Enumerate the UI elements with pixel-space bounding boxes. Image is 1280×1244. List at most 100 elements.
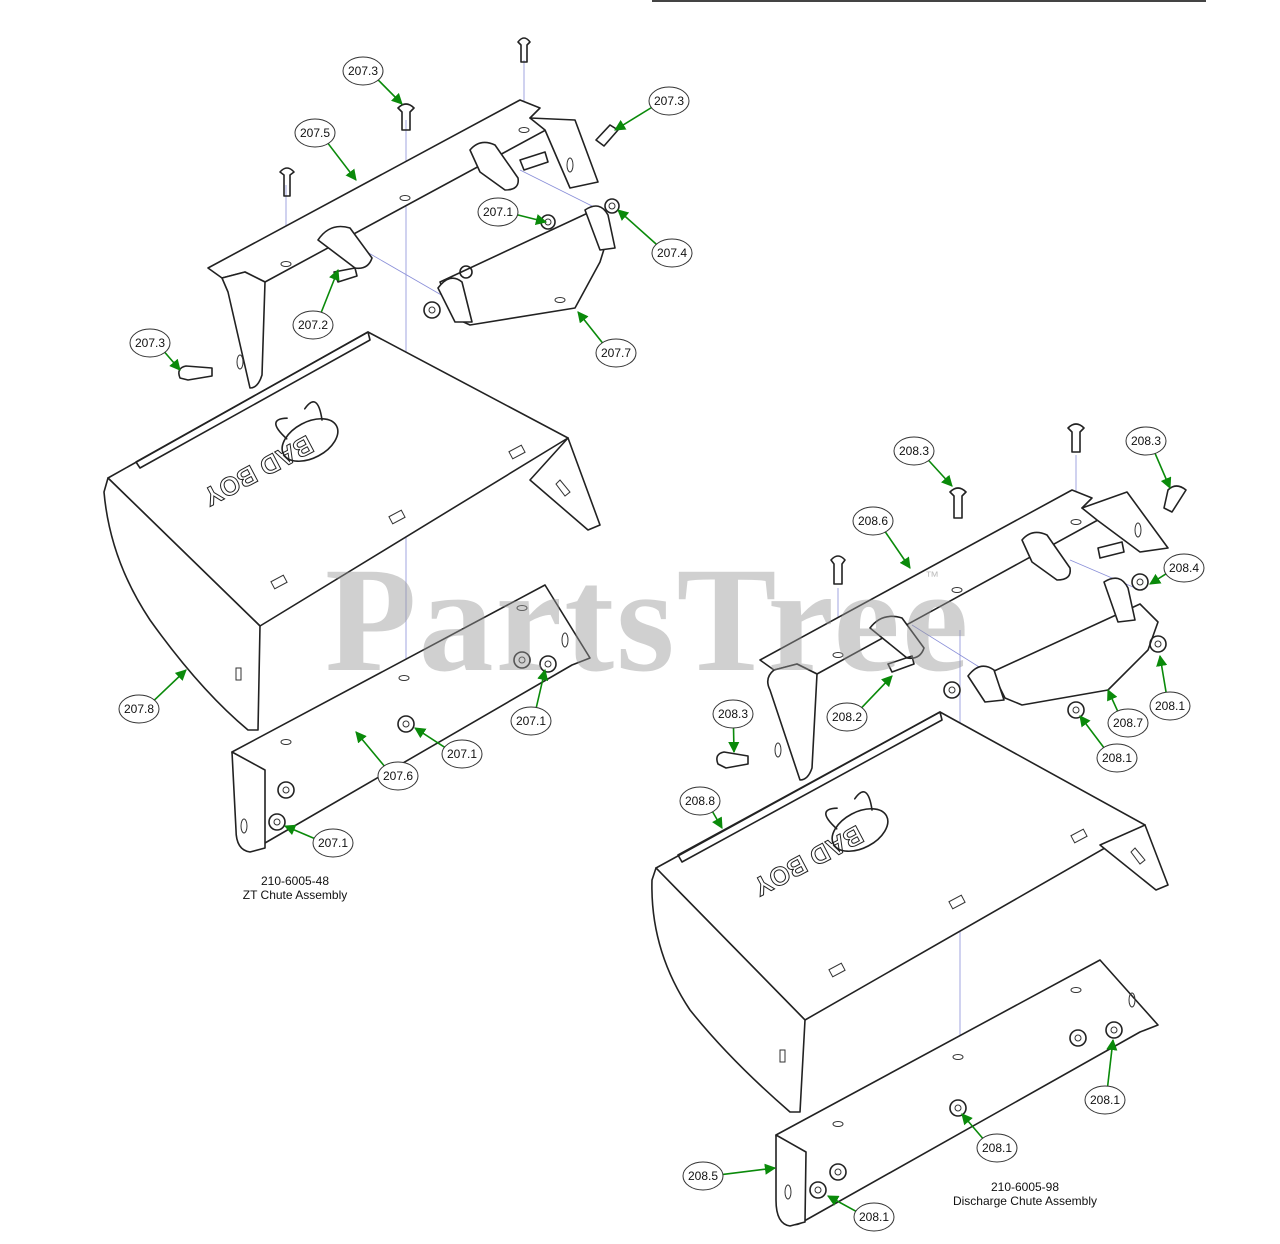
callout-leader-arrow [283, 824, 315, 840]
callout-207-6[interactable]: 207.6 [355, 731, 419, 791]
callout-bubble [441, 739, 483, 769]
callout-208-3[interactable]: 208.3 [1125, 426, 1172, 490]
callout-208-6[interactable]: 208.6 [852, 506, 911, 569]
callout-bubble [853, 1202, 895, 1232]
callout-bubble [651, 238, 693, 268]
callout-208-8[interactable]: 208.8 [679, 786, 723, 829]
discharge-chute-caption: 210-6005-98 Discharge Chute Assembly [940, 1180, 1110, 1208]
callout-bubble [129, 328, 171, 358]
callout-bubble [1096, 743, 1138, 773]
callout-bubble [852, 506, 894, 536]
callout-leader-arrow [827, 1195, 857, 1212]
callout-label: 208.8 [685, 794, 715, 808]
callout-207-1[interactable]: 207.1 [283, 824, 354, 858]
callout-208-1[interactable]: 208.1 [961, 1113, 1018, 1163]
callout-bubble [679, 786, 721, 816]
callout-label: 207.3 [654, 94, 684, 108]
callout-bubble [893, 436, 935, 466]
zt-chute-assembly-drawing: BAD BOY [103, 37, 620, 853]
callout-label: 207.5 [300, 126, 330, 140]
callout-207-4[interactable]: 207.4 [617, 209, 693, 268]
header-rule [652, 0, 1206, 2]
callout-208-1[interactable]: 208.1 [1084, 1038, 1126, 1115]
callout-bubble [1163, 553, 1205, 583]
callout-label: 207.1 [483, 205, 513, 219]
callout-leader-arrow [327, 143, 357, 181]
lower-bracket-208-5 [775, 959, 1159, 1227]
callout-label: 207.6 [383, 769, 413, 783]
callout-leader-arrow [1106, 1038, 1118, 1087]
callout-bubble [342, 56, 384, 86]
upper-bracket-208-6 [759, 489, 1169, 781]
watermark-trademark: ™ [925, 568, 939, 584]
callout-label: 208.3 [1131, 434, 1161, 448]
callout-label: 207.1 [318, 836, 348, 850]
callout-leader-arrow [1079, 715, 1105, 748]
callout-207-1[interactable]: 207.1 [414, 727, 483, 769]
pivot-plate-207-7 [317, 205, 616, 326]
callout-bubble [292, 310, 334, 340]
callout-208-2[interactable]: 208.2 [826, 675, 893, 732]
callout-label: 208.2 [832, 710, 862, 724]
callout-bubble [477, 197, 519, 227]
callout-leader-arrow [961, 1113, 984, 1139]
callout-208-7[interactable]: 208.7 [1107, 688, 1149, 738]
callout-bubble [1107, 708, 1149, 738]
callout-207-1[interactable]: 207.1 [477, 197, 548, 227]
callout-208-4[interactable]: 208.4 [1149, 553, 1205, 585]
callout-leader-arrow [1154, 453, 1172, 490]
callout-208-3[interactable]: 208.3 [893, 436, 953, 487]
callout-leader-arrow [722, 1163, 777, 1176]
watermark: PartsTree [325, 537, 971, 703]
callout-bubble [294, 118, 336, 148]
callout-208-1[interactable]: 208.1 [1079, 715, 1138, 773]
callout-bubble [377, 761, 419, 791]
callout-207-3[interactable]: 207.3 [614, 86, 690, 131]
callout-leader-arrow [1149, 573, 1167, 585]
hardware-left [178, 37, 620, 381]
callout-label: 207.1 [516, 714, 546, 728]
callout-leader-arrow [928, 459, 953, 487]
chute-deflector-208-8: BAD BOY [651, 711, 1169, 1113]
chute-deflector-207-8: BAD BOY [103, 331, 601, 731]
callout-207-5[interactable]: 207.5 [294, 118, 357, 181]
callout-leader-arrow [884, 531, 911, 569]
callout-layer: 207.3 207.5 207.3 207.1 207.4 207.2 207.7 207.3… [118, 56, 1205, 1232]
zt-chute-caption: 210-6005-48 ZT Chute Assembly [230, 874, 360, 902]
callout-bubble [976, 1133, 1018, 1163]
callout-207-3[interactable]: 207.3 [342, 56, 403, 105]
callout-bubble [648, 86, 690, 116]
zt-chute-name: ZT Chute Assembly [242, 888, 348, 902]
callout-bubble [712, 699, 754, 729]
callout-bubble [118, 694, 160, 724]
callout-label: 208.1 [1155, 699, 1185, 713]
callout-207-3[interactable]: 207.3 [129, 328, 181, 371]
callout-207-2[interactable]: 207.2 [292, 268, 340, 340]
callout-leader-arrow [711, 811, 723, 829]
callout-208-1[interactable]: 208.1 [1149, 654, 1191, 721]
callout-leader-arrow [614, 106, 652, 131]
callout-label: 208.6 [858, 514, 888, 528]
callout-label: 208.3 [718, 707, 748, 721]
discharge-chute-name: Discharge Chute Assembly [952, 1194, 1098, 1208]
callout-bubble [1149, 691, 1191, 721]
callout-label: 207.8 [124, 702, 154, 716]
callout-bubble [510, 706, 552, 736]
callout-label: 208.1 [859, 1210, 889, 1224]
callout-leader-arrow [153, 669, 187, 701]
callout-208-1[interactable]: 208.1 [827, 1195, 895, 1232]
callout-leader-arrow [1156, 654, 1168, 693]
callout-207-1[interactable]: 207.1 [510, 668, 552, 736]
callout-208-5[interactable]: 208.5 [682, 1161, 777, 1191]
callout-label: 207.2 [298, 318, 328, 332]
callout-208-3[interactable]: 208.3 [712, 699, 754, 754]
callout-leader-arrow [535, 668, 549, 708]
callout-bubble [826, 702, 868, 732]
callout-leader-arrow [320, 268, 340, 313]
callout-leader-arrow [377, 79, 403, 105]
callout-207-8[interactable]: 207.8 [118, 669, 187, 724]
callout-207-7[interactable]: 207.7 [577, 311, 637, 368]
callout-label: 207.7 [601, 346, 631, 360]
callout-label: 207.4 [657, 246, 687, 260]
